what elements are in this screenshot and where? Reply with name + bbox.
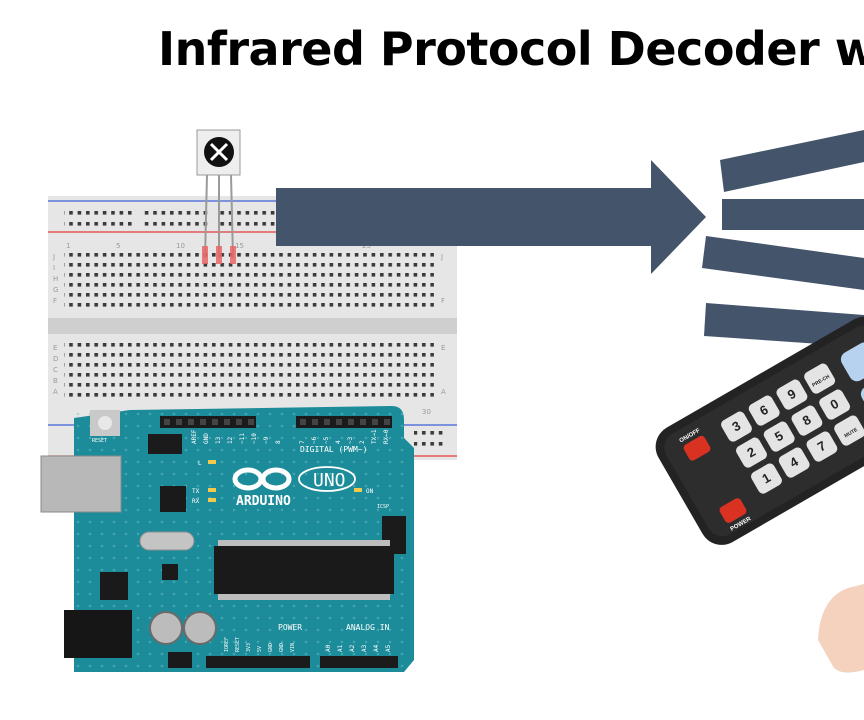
digital-pin-label: 12 xyxy=(227,436,234,444)
arduino-brand-text: ARDUINO xyxy=(236,494,291,509)
bb-col-10: 10 xyxy=(176,242,185,250)
remote-key xyxy=(834,415,864,446)
led-label-on: ON xyxy=(366,488,374,495)
arduino-icsp-label: ICSP xyxy=(377,504,389,510)
bb-letter-d: D xyxy=(53,355,58,363)
digital-pin-label: TX→1 xyxy=(371,429,378,444)
bb-letter-j: J xyxy=(52,253,55,261)
digital-pin-label: 7 xyxy=(299,440,306,444)
bb-letter-e: E xyxy=(53,344,57,352)
bb-letter-f-right: F xyxy=(441,297,445,305)
arduino-power-header: POWER xyxy=(278,623,302,632)
remote-key xyxy=(778,447,810,478)
digital-pin-label: ~5 xyxy=(323,436,330,444)
remote-key xyxy=(791,405,823,436)
bb-col-1: 1 xyxy=(66,242,70,250)
remote-key xyxy=(721,411,752,442)
bb-col-30: 30 xyxy=(422,408,431,416)
diagram-title: Infrared Protocol Decoder w xyxy=(158,22,864,76)
digital-pin-label: RX←0 xyxy=(383,429,390,444)
power-pin-label: VIN xyxy=(290,643,296,652)
digital-pin-label: 4 xyxy=(335,440,342,444)
remote-key xyxy=(751,463,782,494)
bb-letter-c: C xyxy=(53,366,58,374)
bb-letter-h: H xyxy=(53,275,58,283)
bb-letter-a: A xyxy=(53,388,58,396)
ir-signal-beams xyxy=(702,130,864,347)
led-label-tx: TX xyxy=(192,488,200,495)
remote-key xyxy=(776,379,808,410)
digital-pin-label: ~9 xyxy=(263,436,270,444)
power-pin-label: RESET xyxy=(235,637,241,652)
remote-key xyxy=(819,389,851,420)
bb-col-5: 5 xyxy=(116,242,120,250)
remote-key xyxy=(763,421,795,452)
power-pin-label: 3V3 xyxy=(246,643,252,652)
power-pin-label: 5V xyxy=(257,646,263,652)
digital-pin-label: ~10 xyxy=(251,433,258,444)
led-label-l: L xyxy=(198,460,202,467)
bb-col-15: 15 xyxy=(235,242,244,250)
signal-arrow xyxy=(276,160,706,274)
bb-letter-g: G xyxy=(53,286,58,294)
digital-pin-label: 2 xyxy=(359,440,366,444)
arduino-uno-board: UNO ARDUINO DIGITAL (PWM~) POWER ANALOG … xyxy=(40,406,414,672)
analog-pin-label: A2 xyxy=(349,644,356,652)
bb-letter-i: I xyxy=(53,264,55,272)
digital-pin-label: 13 xyxy=(215,436,222,444)
analog-pin-label: A3 xyxy=(361,644,368,652)
analog-pin-label: A0 xyxy=(325,644,332,652)
digital-pin-label: ~3 xyxy=(347,436,354,444)
power-pin-label: GND xyxy=(268,643,274,652)
bb-letter-j-right: J xyxy=(440,253,443,261)
aref-label: AREF xyxy=(191,429,198,444)
remote-key xyxy=(748,395,780,426)
arduino-digital-header: DIGITAL (PWM~) xyxy=(300,445,367,454)
arduino-analog-header: ANALOG IN xyxy=(346,623,390,632)
bb-letter-e-right: E xyxy=(441,344,445,352)
remote-key xyxy=(804,363,836,394)
power-pin-label: GND xyxy=(279,643,285,652)
remote-key xyxy=(736,437,767,468)
bb-letter-f: F xyxy=(53,297,57,305)
analog-pin-label: A4 xyxy=(373,644,380,652)
digital-pin-label: ~11 xyxy=(239,433,246,444)
arduino-reset-label: RESET xyxy=(92,438,107,444)
arduino-model-text: UNO xyxy=(313,470,346,491)
digital-pin-label: ~6 xyxy=(311,436,318,444)
bb-letter-a-right: A xyxy=(441,388,446,396)
led-label-rx: RX xyxy=(192,498,200,505)
digital-pin-label: 8 xyxy=(275,440,282,444)
remote-key xyxy=(806,431,838,462)
gnd-label: GND xyxy=(203,433,210,444)
analog-pin-label: A5 xyxy=(385,644,392,652)
bb-letter-b: B xyxy=(53,377,58,385)
ir-receiver-sensor xyxy=(196,129,241,264)
analog-pin-label: A1 xyxy=(337,644,344,652)
power-pin-label: IOREF xyxy=(224,637,230,652)
